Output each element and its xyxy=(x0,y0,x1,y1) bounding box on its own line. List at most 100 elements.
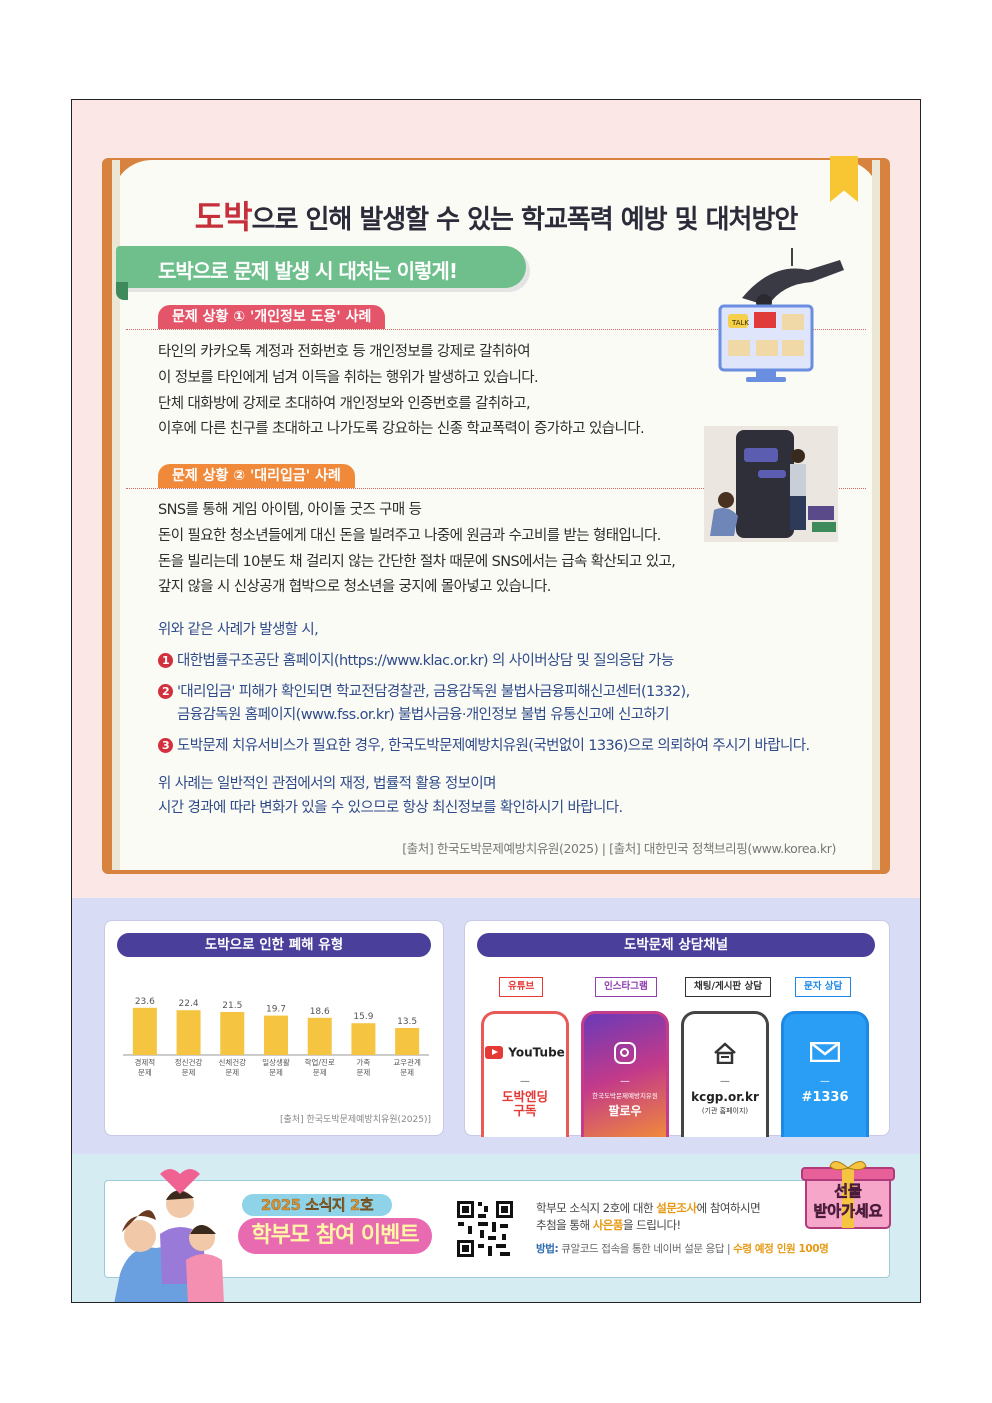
category-label: 교우관계 xyxy=(393,1057,421,1067)
bar xyxy=(395,1028,420,1055)
chat-board-channel-card[interactable]: — kcgp.or.kr (기관 홈페이지) xyxy=(681,1011,769,1137)
case2-line: 돈을 빌리는데 10분도 채 걸리지 않는 간단한 절차 때문에 SNS에서는 … xyxy=(158,553,676,570)
youtube-caption: 도박엔딩 구독 xyxy=(501,1089,548,1118)
instagram-caption: 팔로우 xyxy=(608,1104,642,1118)
case1-line: 타인의 카카오톡 계정과 전화번호 등 개인정보를 강제로 갈취하여 xyxy=(158,344,531,360)
data-label: 22.4 xyxy=(179,999,199,1009)
sms-caption: #1336 xyxy=(801,1090,849,1105)
banner-fold xyxy=(116,282,128,300)
source-citation: [출처] 한국도박문제예방치유원(2025) | [출처] 대한민국 정책브리핑… xyxy=(402,841,836,856)
case1-line: 이후에 다른 친구를 초대하고 나가도록 강요하는 신종 학교폭력이 증가하고 … xyxy=(158,421,645,438)
disclaimer-line-1: 위 사례는 일반적인 관점에서의 재정, 법률적 활용 정보이며 xyxy=(158,776,496,792)
book-page-edge-right xyxy=(872,160,880,870)
event-description-line-1: 학부모 소식지 2호에 대한 설문조사에 참여하시면 xyxy=(536,1201,761,1215)
guidance-item-3: 3 도박문제 치유서비스가 필요한 경우, 한국도박문제예방치유원(국번없이 13… xyxy=(158,734,810,759)
data-label: 13.5 xyxy=(397,1017,417,1027)
category-label: 문제 xyxy=(269,1068,283,1077)
case2-line: SNS를 통해 게임 아이템, 아이돌 굿즈 구매 등 xyxy=(158,502,422,518)
data-label: 19.7 xyxy=(266,1005,286,1015)
instagram-icon xyxy=(584,1042,666,1068)
guidance-item-1: 1 대한법률구조공단 홈페이지(https://www.klac.or.kr) 의… xyxy=(158,649,674,674)
page-title: 도박으로 인해 발생할 수 있는 학교폭력 예방 및 대처방안 xyxy=(72,192,920,238)
response-banner-text: 도박으로 문제 발생 시 대처는 이렇게! xyxy=(158,259,458,283)
guidance-item-2: 2'대리입금' 피해가 확인되면 학교전담경찰관, 금융감독원 불법사금융피해신… xyxy=(158,680,690,705)
envelope-icon xyxy=(784,1041,866,1066)
hacker-monitor-illustration: TALK xyxy=(718,248,844,382)
channel-label-instagram: 인스타그램 xyxy=(595,977,657,997)
bar xyxy=(220,1012,245,1055)
guidance-item-2-line1: '대리입금' 피해가 확인되면 학교전담경찰관, 금융감독원 불법사금융피해신고… xyxy=(177,684,690,700)
instagram-channel-card[interactable]: — 한국도박문제예방치유원 팔로우 xyxy=(581,1011,669,1137)
youtube-channel-card[interactable]: YouTube — 도박엔딩 구독 xyxy=(481,1011,569,1137)
title-rest: 으로 인해 발생할 수 있는 학교폭력 예방 및 대처방안 xyxy=(251,205,799,235)
event-title: 학부모 참여 이벤트 xyxy=(238,1218,432,1254)
case2-line: 갚지 않을 시 신상공개 협박으로 청소년을 궁지에 몰아넣고 있습니다. xyxy=(158,579,551,596)
case2-tag: 문제 상황 ② '대리입금' 사례 xyxy=(158,464,355,488)
data-label: 15.9 xyxy=(353,1012,373,1022)
category-label: 문제 xyxy=(400,1068,414,1077)
number-badge: 1 xyxy=(158,653,173,668)
category-label: 문제 xyxy=(225,1068,239,1077)
book-page-edge-left xyxy=(112,160,120,870)
case1-line: 이 정보를 타인에게 넘겨 이득을 취하는 행위가 발생하고 있습니다. xyxy=(158,369,539,386)
category-label: 일상생활 xyxy=(262,1057,290,1067)
gift-box-illustration: 선물 받아가세요 xyxy=(800,1160,896,1230)
sms-channel-card[interactable]: — #1336 xyxy=(781,1011,869,1137)
counseling-channels-title: 도박문제 상담채널 xyxy=(477,933,875,957)
guidance-item-1-text: 대한법률구조공단 홈페이지(https://www.klac.or.kr) 의 … xyxy=(177,653,674,669)
bar xyxy=(351,1023,376,1055)
case1-line: 단체 대화방에 강제로 초대하여 개인정보와 인증번호를 갈취하고, xyxy=(158,395,531,412)
guidance-intro: 위와 같은 사례가 발생할 시, xyxy=(158,622,319,638)
bar xyxy=(307,1017,332,1055)
gift-text-line1: 선물 xyxy=(834,1182,862,1201)
channel-label-youtube: 유튜브 xyxy=(499,977,544,997)
bar xyxy=(264,1015,288,1055)
category-label: 문제 xyxy=(182,1068,196,1077)
case2-line: 돈이 필요한 청소년들에게 대신 돈을 빌려주고 나중에 원금과 수고비를 받는… xyxy=(158,527,661,544)
case2-paragraph: SNS를 통해 게임 아이템, 아이돌 굿즈 구매 등 돈이 필요한 청소년들에… xyxy=(158,498,676,601)
harm-bar-chart: 23.6경제적문제22.4정신건강문제21.5신체건강문제19.7일상생활문제1… xyxy=(123,997,429,1077)
website-caption: kcgp.or.kr xyxy=(691,1090,759,1104)
survey-qr-code[interactable] xyxy=(454,1198,516,1260)
event-subtitle: 2025 소식지 2호 xyxy=(242,1194,392,1216)
home-chat-icon xyxy=(684,1042,766,1068)
category-label: 정신건강 xyxy=(175,1057,203,1067)
title-highlight: 도박 xyxy=(194,198,253,236)
youtube-wordmark: YouTube xyxy=(508,1045,565,1060)
talk-icon-label: TALK xyxy=(731,319,749,327)
category-label: 문제 xyxy=(138,1068,152,1077)
response-banner: 도박으로 문제 발생 시 대처는 이렇게! xyxy=(116,246,526,288)
channel-label-chat: 채팅/게시판 상담 xyxy=(685,977,771,997)
bar xyxy=(176,1010,201,1055)
harm-types-title: 도박으로 인한 폐해 유형 xyxy=(117,933,431,957)
guidance-item-3-text: 도박문제 치유서비스가 필요한 경우, 한국도박문제예방치유원(국번없이 133… xyxy=(177,738,810,754)
data-label: 23.6 xyxy=(135,997,155,1007)
case2-divider xyxy=(126,488,866,489)
category-label: 신체건강 xyxy=(218,1057,246,1067)
event-description-line-2: 추첨을 통해 사은품을 드립니다! xyxy=(536,1218,681,1232)
instagram-account-name: 한국도박문제예방치유원 xyxy=(592,1092,658,1100)
counseling-channels-panel: 도박문제 상담채널 유튜브 YouTube — 도박엔딩 구독 인스타그램 — … xyxy=(464,920,890,1137)
separator: — xyxy=(620,1076,630,1087)
category-label: 가족 xyxy=(357,1058,371,1067)
separator: — xyxy=(720,1076,730,1087)
loan-victim-illustration xyxy=(704,426,838,542)
newsletter-page: 도박으로 인해 발생할 수 있는 학교폭력 예방 및 대처방안 도박으로 문제 … xyxy=(71,99,921,1303)
separator: — xyxy=(520,1076,530,1087)
gift-text-line2: 받아가세요 xyxy=(813,1202,883,1221)
youtube-icon: YouTube xyxy=(484,1042,566,1061)
case1-paragraph: 타인의 카카오톡 계정과 전화번호 등 개인정보를 강제로 갈취하여 이 정보를… xyxy=(158,340,645,443)
category-label: 경제적 xyxy=(135,1057,156,1067)
event-method: 방법: 큐알코드 접속을 통한 네이버 설문 응답 | 수령 예정 인원 100… xyxy=(536,1243,829,1255)
channel-label-sms: 문자 상담 xyxy=(795,977,852,997)
number-badge: 3 xyxy=(158,738,173,753)
category-label: 문제 xyxy=(313,1068,327,1077)
disclaimer-line-2: 시간 경과에 따라 변화가 있을 수 있으므로 항상 최신정보를 확인하시기 바… xyxy=(158,800,623,816)
case1-divider xyxy=(126,329,866,330)
category-label: 문제 xyxy=(357,1068,371,1077)
chart-source: [출처] 한국도박문제예방치유원(2025)] xyxy=(280,1115,431,1125)
family-illustration xyxy=(114,1169,224,1302)
website-subcaption: (기관 홈페이지) xyxy=(701,1107,749,1115)
data-label: 21.5 xyxy=(222,1001,242,1011)
